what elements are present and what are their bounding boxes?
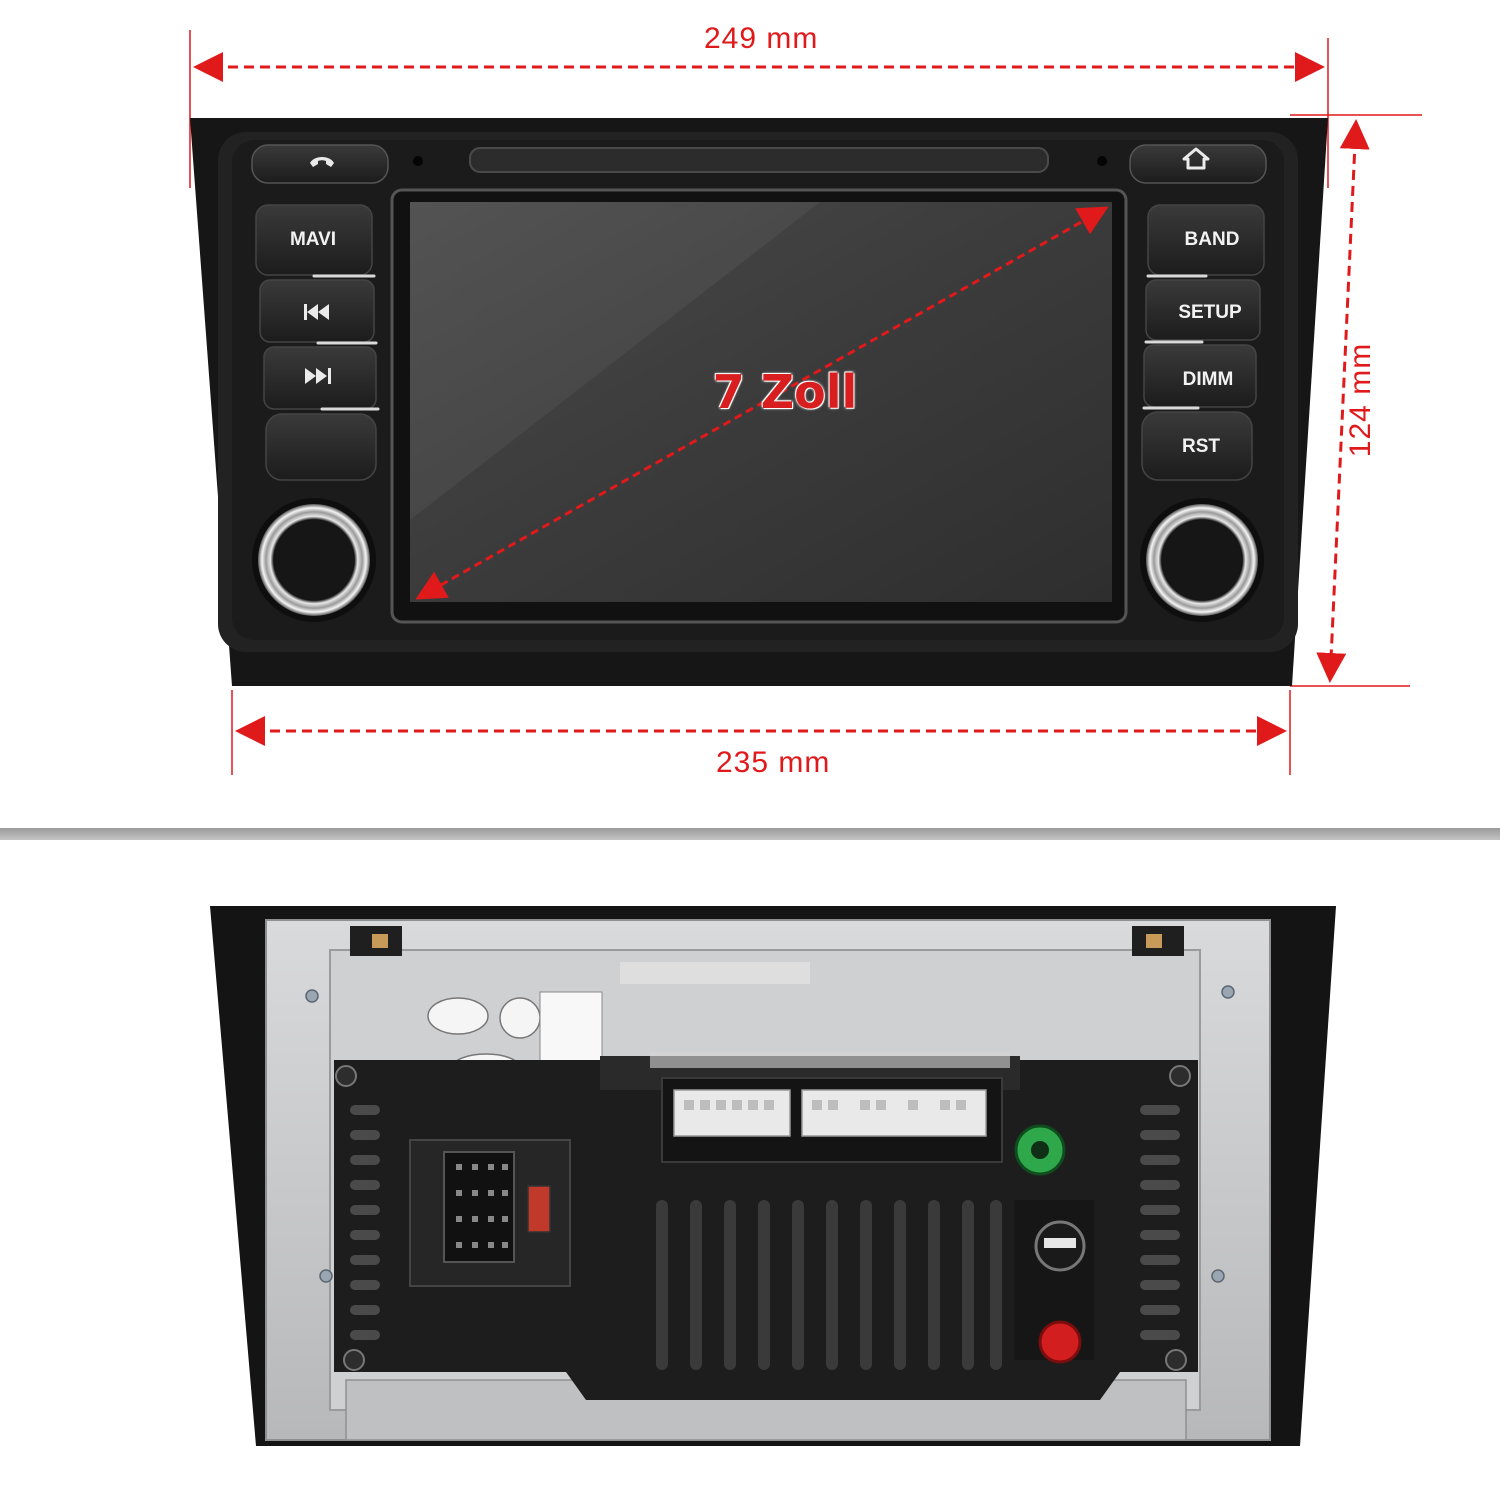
power-pins <box>456 1164 508 1248</box>
rst-button[interactable] <box>1141 411 1253 481</box>
harness-connector-2 <box>801 1089 987 1137</box>
mic-hole-right <box>1097 156 1107 166</box>
tune-knob[interactable] <box>1140 498 1264 622</box>
housing-screws <box>335 1065 1191 1371</box>
diagonal-arrow <box>415 206 1109 600</box>
section-separator <box>0 828 1500 840</box>
dimension-extension-lines <box>189 30 1422 775</box>
left-button-highlights <box>312 274 380 411</box>
harness-connector-1 <box>673 1089 791 1137</box>
phone-icon <box>310 157 334 167</box>
heatsink-fins <box>656 1200 1002 1370</box>
mavi-button[interactable] <box>255 204 373 276</box>
cd-slot <box>469 147 1049 173</box>
phone-button[interactable] <box>251 144 389 184</box>
volume-knob[interactable] <box>252 498 376 622</box>
mounting-clips <box>350 926 1184 956</box>
harness-connectors <box>661 1077 1003 1163</box>
skip-back-icon <box>304 304 329 320</box>
radio-antenna-port <box>1014 1124 1066 1176</box>
dimm-button[interactable] <box>1143 344 1257 408</box>
band-button[interactable] <box>1147 204 1265 276</box>
skip-forward-icon <box>305 368 331 384</box>
left-vents <box>350 1105 380 1340</box>
home-icon <box>1182 147 1210 170</box>
plate-screws <box>305 985 1235 1283</box>
right-button-highlights <box>1142 274 1208 410</box>
height-arrow <box>1316 119 1370 683</box>
setup-button[interactable] <box>1145 279 1261 341</box>
data-strip <box>650 1052 1010 1068</box>
fuse <box>527 1185 551 1233</box>
right-vents <box>1140 1105 1180 1340</box>
gps-antenna-port <box>1038 1320 1082 1364</box>
mic-hole-left <box>413 156 423 166</box>
left-blank-button <box>265 413 377 481</box>
4g-antenna-port <box>1034 1220 1086 1272</box>
home-button[interactable] <box>1129 144 1267 184</box>
